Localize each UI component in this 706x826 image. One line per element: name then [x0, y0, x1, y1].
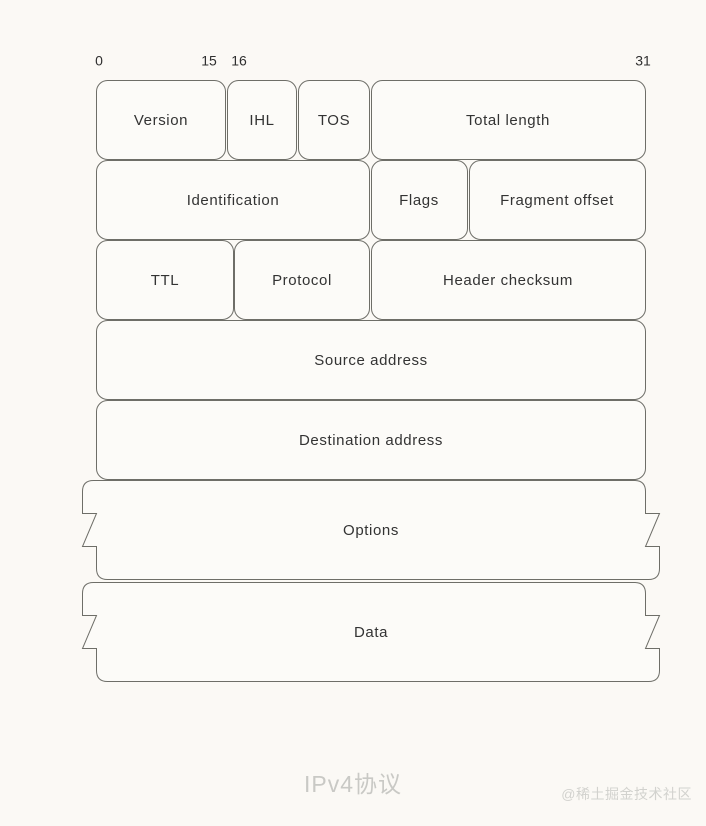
field-cell-identification[interactable]	[96, 160, 370, 240]
field-cell-total-length[interactable]	[371, 80, 646, 160]
field-label-total-length: Total length	[466, 112, 550, 129]
field-label-ihl: IHL	[249, 112, 274, 129]
field-cell-destination-address[interactable]	[96, 400, 646, 480]
bit-tick-0: 0	[95, 53, 103, 69]
field-label-header-checksum: Header checksum	[443, 272, 573, 289]
field-cell-ttl[interactable]	[96, 240, 234, 320]
watermark: @稀土掘金技术社区	[561, 786, 692, 802]
header-row-6: Data	[81, 582, 661, 682]
field-label-identification: Identification	[187, 192, 280, 209]
field-cell-options[interactable]	[81, 480, 661, 580]
field-cell-source-address[interactable]	[96, 320, 646, 400]
field-label-destination-address: Destination address	[299, 432, 443, 449]
field-cell-tos[interactable]	[298, 80, 370, 160]
field-label-ttl: TTL	[151, 272, 179, 289]
field-label-version: Version	[134, 112, 188, 129]
field-cell-data[interactable]	[81, 582, 661, 682]
header-row-1: Identification Flags Fragment offset	[96, 160, 646, 240]
field-label-data: Data	[354, 624, 388, 641]
figure-caption: IPv4协议	[303, 771, 403, 797]
field-cell-header-checksum[interactable]	[371, 240, 646, 320]
bit-tick-31: 31	[635, 53, 651, 69]
field-label-fragment-offset: Fragment offset	[500, 192, 614, 209]
field-label-source-address: Source address	[314, 352, 427, 369]
header-row-2: TTL Protocol Header checksum	[96, 240, 646, 320]
bit-ruler: 0 15 16 31	[95, 53, 651, 69]
field-cell-flags[interactable]	[371, 160, 468, 240]
header-row-3: Source address	[96, 320, 646, 400]
header-row-5: Options	[81, 480, 661, 580]
field-cell-version[interactable]	[96, 80, 226, 160]
field-cell-ihl[interactable]	[227, 80, 297, 160]
field-cell-fragment-offset[interactable]	[469, 160, 646, 240]
field-label-tos: TOS	[318, 112, 350, 129]
bit-tick-15: 15	[201, 53, 217, 69]
field-label-flags: Flags	[399, 192, 439, 209]
field-cell-protocol[interactable]	[234, 240, 370, 320]
field-label-protocol: Protocol	[272, 272, 332, 289]
field-label-options: Options	[343, 522, 399, 539]
bit-tick-16: 16	[231, 53, 247, 69]
header-row-4: Destination address	[96, 400, 646, 480]
header-row-0: Version IHL TOS Total length	[96, 80, 646, 160]
